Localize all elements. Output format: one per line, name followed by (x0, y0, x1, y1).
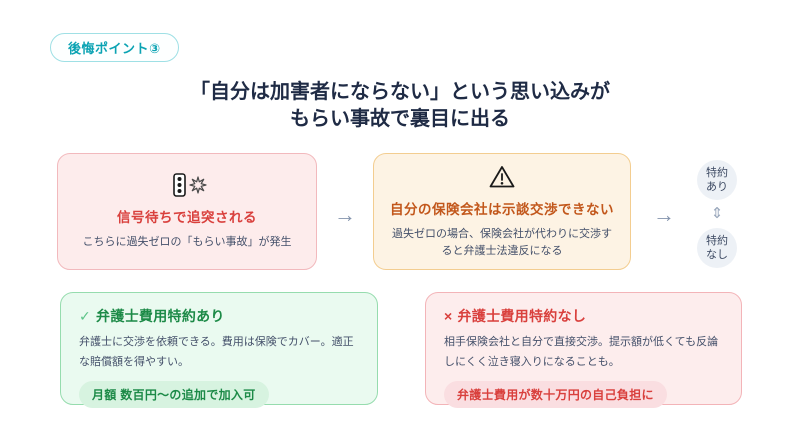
rider-yes-circle: 特約 あり (697, 160, 737, 200)
page-title-line-1: 「自分は加害者にならない」という思い込みが (190, 81, 610, 103)
page-title-line-2: もらい事故で裏目に出る (290, 108, 510, 130)
rider-no-line-1: 特約 (706, 235, 728, 247)
without-rider-badge: 弁護士費用が数十万円の自己負担に (444, 380, 667, 408)
page-title: 「自分は加害者にならない」という思い込みが もらい事故で裏目に出る (0, 79, 800, 133)
rider-yes-line-1: 特約 (706, 167, 728, 179)
problem-title: 自分の保険会社は示談交渉できない (390, 201, 614, 217)
with-rider-body-text: 弁護士に交渉を依頼できる。費用は保険でカバー。適正な賠償額を得やすい。 (79, 336, 354, 369)
cross-icon: × (444, 308, 453, 324)
problem-card: 自分の保険会社は示談交渉できない 過失ゼロの場合、保険会社が代わりに交渉すると弁… (373, 153, 631, 270)
rider-no-circle: 特約 なし (697, 228, 737, 268)
problem-description: 過失ゼロの場合、保険会社が代わりに交渉すると弁護士法違反になる (392, 227, 612, 257)
with-rider-card: ✓弁護士費用特約あり 弁護士に交渉を依頼できる。費用は保険でカバー。適正な賠償額… (60, 292, 378, 408)
with-rider-card-title: ✓弁護士費用特約あり (79, 306, 359, 326)
rider-no-line-2: なし (706, 249, 728, 261)
check-icon: ✓ (79, 308, 92, 324)
flow-arrow-1-icon: → (334, 202, 356, 227)
warning-icon (488, 163, 516, 191)
without-rider-card: ×弁護士費用特約なし 相手保険会社と自分で直接交渉。提示額が低くても反論しにくく… (425, 292, 742, 408)
flow-arrow-2-icon: → (653, 202, 675, 227)
incident-title: 信号待ちで追突される (117, 210, 257, 226)
incident-description: こちらに過失ゼロの「もらい事故」が発生 (82, 236, 292, 249)
rider-yes-line-2: あり (706, 181, 728, 193)
with-rider-title-text: 弁護士費用特約あり (96, 308, 225, 324)
traffic-light-collision-icon (166, 171, 208, 199)
with-rider-badge: 月額 数百円〜の追加で加入可 (79, 380, 269, 408)
updown-arrow-icon: ⇕ (710, 205, 724, 222)
without-rider-title-text: 弁護士費用特約なし (457, 308, 587, 324)
without-rider-body-text: 相手保険会社と自分で直接交渉。提示額が低くても反論しにくく泣き寝入りになることも… (444, 336, 719, 369)
regret-point-badge: 後悔ポイント③ (50, 33, 179, 62)
incident-card: 信号待ちで追突される こちらに過失ゼロの「もらい事故」が発生 (57, 153, 317, 270)
regret-point-badge-label: 後悔ポイント③ (68, 41, 161, 56)
without-rider-card-title: ×弁護士費用特約なし (444, 306, 723, 326)
